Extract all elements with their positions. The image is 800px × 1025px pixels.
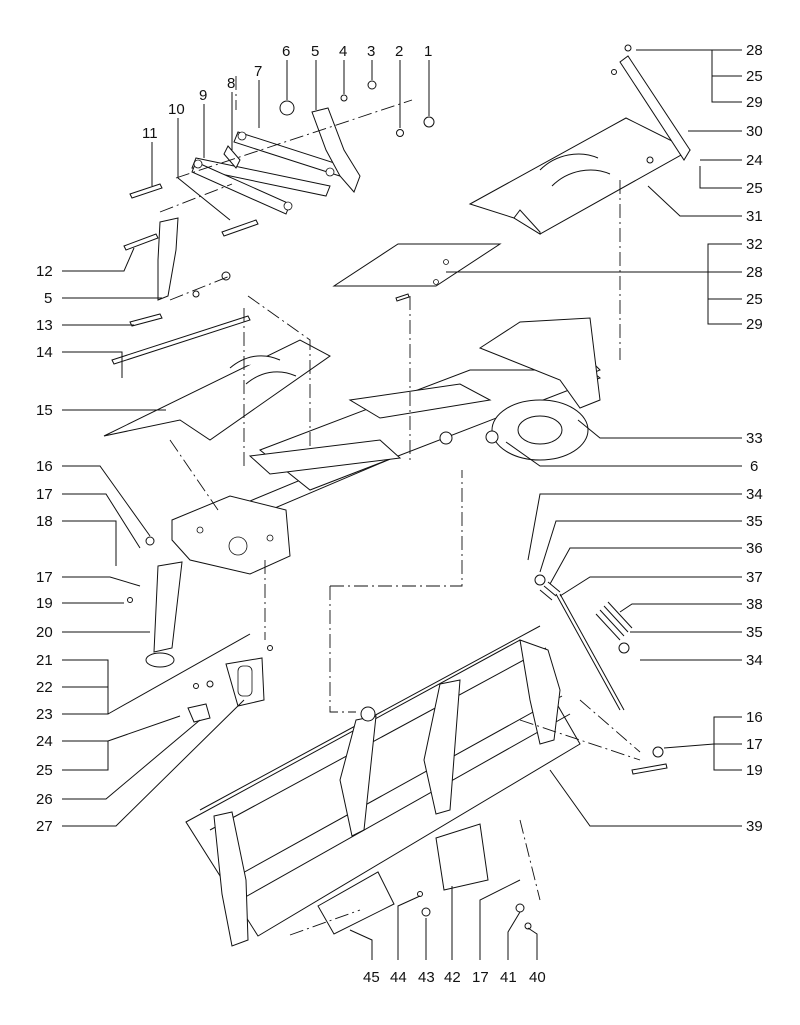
callout-14: 14 bbox=[36, 344, 53, 361]
left-cover bbox=[103, 315, 331, 441]
callout-42: 42 bbox=[444, 969, 461, 986]
mount-plate bbox=[332, 243, 502, 302]
callout-43: 43 bbox=[418, 969, 435, 986]
callout-15: 15 bbox=[36, 402, 53, 419]
callout-8: 8 bbox=[227, 75, 235, 92]
callout-41: 41 bbox=[500, 969, 517, 986]
callout-6-right: 6 bbox=[750, 458, 758, 475]
leader-lines bbox=[62, 49, 742, 960]
callout-29-right-a: 29 bbox=[746, 94, 763, 111]
callout-33: 33 bbox=[746, 430, 763, 447]
callout-29-right-b: 29 bbox=[746, 316, 763, 333]
lower-bracket bbox=[123, 217, 231, 327]
callout-20: 20 bbox=[36, 624, 53, 641]
callout-36: 36 bbox=[746, 540, 763, 557]
center-lines bbox=[159, 76, 641, 936]
callout-1: 1 bbox=[424, 43, 432, 60]
callout-labels: 1 2 3 4 5 6 7 8 9 10 11 12 5 13 14 15 16… bbox=[36, 42, 763, 986]
callout-19-right: 19 bbox=[746, 762, 763, 779]
callout-7: 7 bbox=[254, 63, 262, 80]
callout-44: 44 bbox=[390, 969, 407, 986]
callout-12: 12 bbox=[36, 263, 53, 280]
callout-31: 31 bbox=[746, 208, 763, 225]
callout-17-left-b: 17 bbox=[36, 569, 53, 586]
callout-3: 3 bbox=[367, 43, 375, 60]
callout-25-right-b: 25 bbox=[746, 180, 763, 197]
guard-brackets bbox=[187, 645, 273, 723]
parts-drawing bbox=[103, 44, 692, 947]
callout-2: 2 bbox=[395, 43, 403, 60]
callout-17-left-a: 17 bbox=[36, 486, 53, 503]
callout-24-right: 24 bbox=[746, 152, 763, 169]
callout-27: 27 bbox=[36, 818, 53, 835]
callout-17-right: 17 bbox=[746, 736, 763, 753]
callout-28-right-a: 28 bbox=[746, 42, 763, 59]
callout-30: 30 bbox=[746, 123, 763, 140]
callout-5-left: 5 bbox=[44, 290, 52, 307]
spring-rod-assembly bbox=[534, 574, 668, 775]
stand bbox=[127, 536, 183, 668]
callout-37: 37 bbox=[746, 569, 763, 586]
upper-link-assembly bbox=[129, 80, 435, 237]
callout-10: 10 bbox=[168, 101, 185, 118]
callout-38: 38 bbox=[746, 596, 763, 613]
callout-21: 21 bbox=[36, 652, 53, 669]
main-frame bbox=[171, 317, 601, 575]
callout-40: 40 bbox=[529, 969, 546, 986]
callout-18: 18 bbox=[36, 513, 53, 530]
callout-25-left: 25 bbox=[36, 762, 53, 779]
callout-26: 26 bbox=[36, 791, 53, 808]
callout-35-right-b: 35 bbox=[746, 624, 763, 641]
callout-6-top: 6 bbox=[282, 43, 290, 60]
callout-28-right-b: 28 bbox=[746, 264, 763, 281]
callout-34-right-a: 34 bbox=[746, 486, 763, 503]
callout-16-left: 16 bbox=[36, 458, 53, 475]
callout-25-right-c: 25 bbox=[746, 291, 763, 308]
callout-23: 23 bbox=[36, 706, 53, 723]
right-shield-assembly bbox=[468, 44, 692, 235]
callout-5-top: 5 bbox=[311, 43, 319, 60]
callout-39: 39 bbox=[746, 818, 763, 835]
callout-45: 45 bbox=[363, 969, 380, 986]
callout-11: 11 bbox=[142, 125, 158, 142]
callout-32: 32 bbox=[746, 236, 763, 253]
callout-17-bottom: 17 bbox=[472, 969, 489, 986]
callout-22: 22 bbox=[36, 679, 53, 696]
callout-13: 13 bbox=[36, 317, 53, 334]
callout-9: 9 bbox=[199, 87, 207, 104]
callout-35-right-a: 35 bbox=[746, 513, 763, 530]
callout-16-right: 16 bbox=[746, 709, 763, 726]
callout-24-left: 24 bbox=[36, 733, 53, 750]
callout-34-right-b: 34 bbox=[746, 652, 763, 669]
callout-4: 4 bbox=[339, 43, 347, 60]
callout-19-left: 19 bbox=[36, 595, 53, 612]
callout-25-right-a: 25 bbox=[746, 68, 763, 85]
